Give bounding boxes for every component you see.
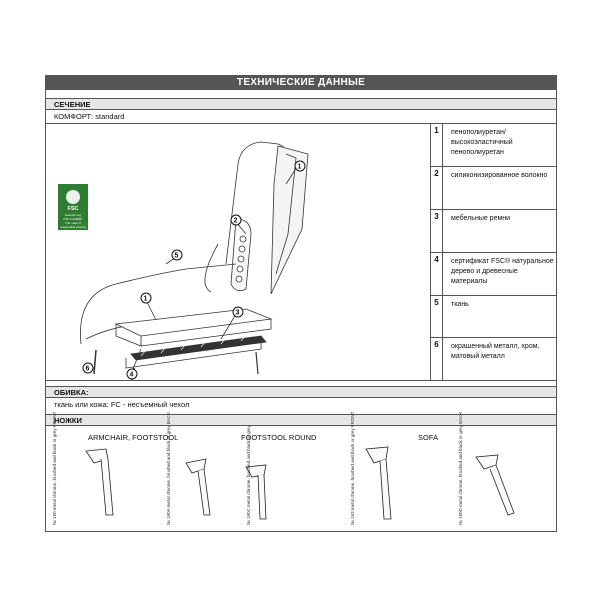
- section-upholstery-header: ОБИВКА:: [46, 386, 556, 398]
- fsc-badge: FSC www.fsc.org FSC C109087 The mark of …: [58, 184, 88, 230]
- callout-1-seat: [140, 292, 152, 304]
- fsc-code: FSC C109087: [63, 217, 83, 221]
- fsc-caption: The mark of responsible forestry: [59, 221, 87, 229]
- leg-note: № 163 metal chrome, brushed and black or…: [350, 411, 355, 525]
- divider: [46, 380, 556, 381]
- comfort-line: КОМФОРТ: standard: [54, 112, 125, 121]
- svg-text:1: 1: [298, 164, 302, 171]
- svg-text:5: 5: [175, 253, 179, 260]
- spec-row: 2 силиконизированное волокно: [431, 167, 557, 210]
- fsc-mark: FSC: [67, 206, 79, 212]
- divider: [46, 123, 556, 124]
- upholstery-line: ткань или кожа: FC - несъемный чехол: [54, 400, 190, 409]
- spec-row: 6 окрашенный металл, хром, матовый метал…: [431, 338, 557, 380]
- leg-group-title: FOOTSTOOL ROUND: [241, 433, 317, 442]
- svg-text:1: 1: [144, 296, 148, 303]
- section-legs-header: НОЖКИ: [46, 414, 556, 426]
- legs-panel: ARMCHAIR, FOOTSTOOL FOOTSTOOL ROUND SOFA…: [46, 412, 558, 529]
- callout-1-top: [294, 160, 306, 172]
- callout-6: [82, 362, 94, 374]
- leg-note: № 160A metal chrome, brushed and black o…: [166, 412, 171, 525]
- callout-5: [171, 249, 183, 261]
- leg-note: № 160C metal chrome, brushed and black o…: [246, 425, 251, 525]
- svg-text:6: 6: [86, 366, 90, 373]
- svg-text:4: 4: [130, 372, 134, 379]
- leg-note: № 160 metal chrome, brushed and black or…: [52, 411, 57, 525]
- leg-note: № 160D metal chrome, brushed and black o…: [458, 411, 463, 525]
- callout-4: [126, 368, 138, 380]
- callout-3: [232, 306, 244, 318]
- spec-row: 3 мебельные ремни: [431, 210, 557, 253]
- spec-row: 4 сертификат FSC® натуральное дерево и д…: [431, 253, 557, 296]
- chair-section-svg: 1 2 5 1 3 6 4: [80, 141, 309, 381]
- leg-group-title: SOFA: [418, 433, 439, 442]
- section-cross-header: СЕЧЕНИЕ: [46, 98, 556, 110]
- legs-svg: [85, 446, 515, 520]
- svg-text:3: 3: [236, 310, 240, 317]
- tech-data-sheet: ТЕХНИЧЕСКИЕ ДАННЫЕ СЕЧЕНИЕ КОМФОРТ: stan…: [45, 75, 557, 532]
- callout-2: [230, 214, 242, 226]
- cross-section-drawing: FSC www.fsc.org FSC C109087 The mark of …: [46, 124, 430, 381]
- svg-text:2: 2: [234, 218, 238, 225]
- fsc-tree-icon: [66, 190, 80, 204]
- leg-group-title: ARMCHAIR, FOOTSTOOL: [88, 433, 179, 442]
- spec-table: 1 пенополиуретан/ высокоэластичный пеноп…: [430, 124, 557, 380]
- fsc-site: www.fsc.org: [64, 213, 82, 217]
- spec-row: 5 ткань: [431, 296, 557, 338]
- callouts: 1 2 5 1 3 6 4: [82, 160, 306, 380]
- spec-row: 1 пенополиуретан/ высокоэластичный пеноп…: [431, 124, 557, 167]
- page-title: ТЕХНИЧЕСКИЕ ДАННЫЕ: [46, 76, 556, 90]
